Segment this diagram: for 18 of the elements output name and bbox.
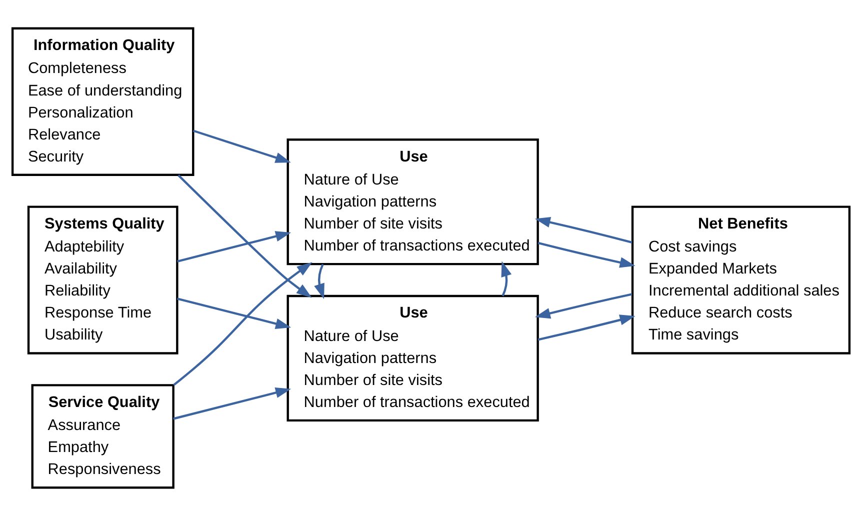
arrow <box>173 262 312 386</box>
arrow <box>177 230 292 262</box>
arrow <box>178 174 312 298</box>
arrow <box>538 314 636 340</box>
node-box: Use Nature of Use Navigation patterns Number of site visits Number of transactions executed <box>286 294 539 422</box>
node-box: Information Quality Completeness Ease of understanding Personalization Relevance Security <box>11 26 194 176</box>
node-box: Service Quality Assurance Empathy Responsiveness <box>31 384 174 488</box>
arrow <box>534 216 632 243</box>
arrow <box>177 297 292 328</box>
node-box: Net Benefits Cost savings Expanded Markets Incremental additional sales Reduce search costs Time savings <box>631 205 851 354</box>
arrow <box>314 263 324 299</box>
arrow <box>538 241 636 268</box>
arrow <box>173 386 291 420</box>
node-box: Systems Quality Adaptebility Availability Reliability Response Time Usability <box>27 205 178 354</box>
arrow <box>501 260 512 296</box>
node-box: Use Nature of Use Navigation patterns Number of site visits Number of transactions executed <box>286 138 539 265</box>
arrow <box>534 292 632 318</box>
arrow <box>193 129 291 162</box>
